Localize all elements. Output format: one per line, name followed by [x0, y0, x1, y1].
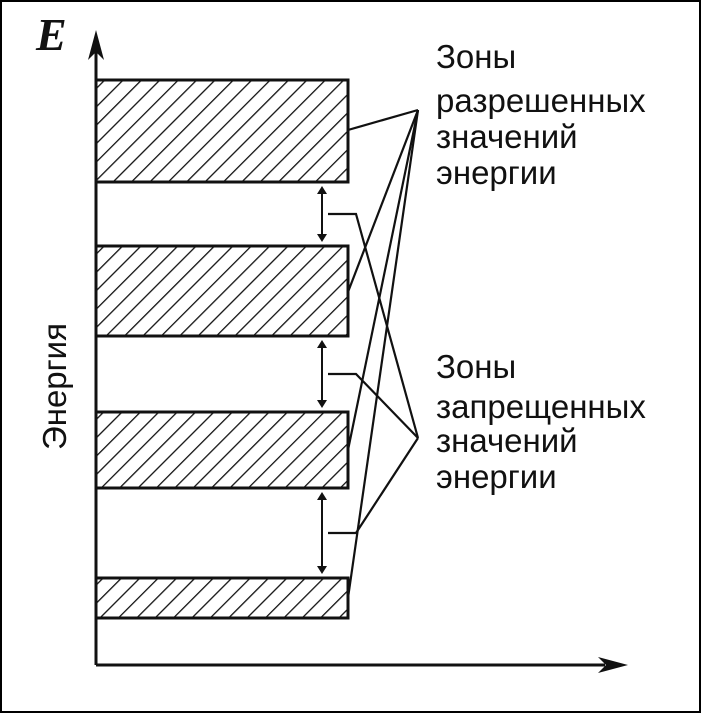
forbidden-label-line-2: запрещенных	[436, 388, 646, 425]
allowed-band-2	[94, 244, 350, 338]
allowed-label-line-1: Зоны	[436, 38, 516, 75]
allowed-band-1	[94, 78, 350, 184]
y-axis-arrowhead	[88, 30, 104, 60]
energy-symbol-label: E	[35, 9, 67, 60]
energy-axis-label: Энергия	[36, 323, 73, 450]
allowed-leaders	[346, 108, 420, 599]
forbidden-label-line-4: энергии	[436, 458, 557, 495]
allowed-band-3	[94, 410, 350, 490]
forbidden-zones-label: Зоны запрещенных значений энергии	[436, 348, 646, 495]
allowed-band-4	[94, 576, 350, 620]
forbidden-label-line-3: значений	[436, 422, 578, 459]
allowed-zones-label: Зоны разрешенных значений энергии	[436, 38, 646, 191]
allowed-label-line-2: разрешенных	[436, 82, 646, 119]
allowed-label-line-4: энергии	[436, 154, 557, 191]
x-axis-arrowhead	[598, 657, 628, 673]
forbidden-label-line-1: Зоны	[436, 348, 516, 385]
allowed-label-line-3: значений	[436, 118, 578, 155]
forbidden-leaders	[328, 212, 420, 535]
